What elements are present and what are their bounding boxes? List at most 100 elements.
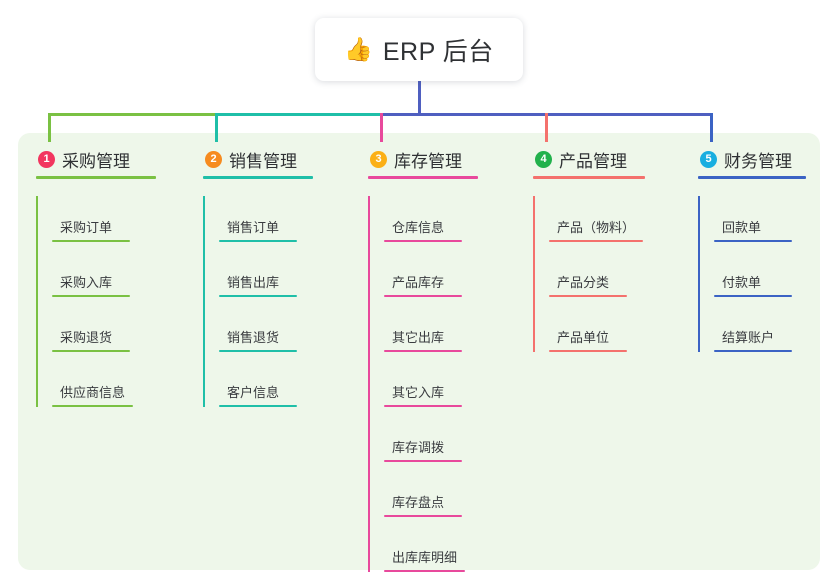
branch-item-rule [714, 350, 792, 352]
branch-item-rule [384, 295, 462, 297]
branch-item[interactable]: 其它入库 [384, 361, 462, 407]
branch-item-label: 其它入库 [392, 385, 445, 400]
branch-item-rule [549, 350, 627, 352]
branch-item-rule [219, 405, 297, 407]
branch-item-rule [384, 460, 462, 462]
branch-item-label: 库存盘点 [392, 495, 445, 510]
branch-item[interactable]: 销售出库 [219, 251, 297, 297]
branch-item-label: 出库库明细 [392, 550, 458, 565]
bus-segment-1 [48, 113, 215, 116]
branch-item[interactable]: 采购订单 [52, 196, 130, 242]
branch-header-rule [533, 176, 645, 179]
branch-item[interactable]: 其它出库 [384, 306, 462, 352]
branch-header-rule [36, 176, 156, 179]
branch-item-label: 其它出库 [392, 330, 445, 345]
branch-item-rule [549, 295, 627, 297]
branch-item[interactable]: 库存调拨 [384, 416, 462, 462]
branch-item-list: 回款单付款单结算账户 [698, 196, 806, 352]
branch-spine [368, 196, 370, 572]
branch-item-label: 产品库存 [392, 275, 445, 290]
branch-column-5: 5 财务管理回款单付款单结算账户 [698, 146, 806, 352]
branch-item-label: 回款单 [722, 220, 762, 235]
branch-connector-4 [545, 113, 548, 142]
branch-item[interactable]: 出库库明细 [384, 526, 465, 572]
branch-item-list: 仓库信息产品库存其它出库其它入库库存调拨库存盘点出库库明细 [368, 196, 478, 572]
branch-item[interactable]: 产品单位 [549, 306, 627, 352]
bus-segment-2 [215, 113, 380, 116]
branch-item-rule [384, 515, 462, 517]
root-connector-drop [418, 81, 421, 116]
branch-header-rule [368, 176, 478, 179]
branch-item[interactable]: 库存盘点 [384, 471, 462, 517]
branch-item[interactable]: 产品分类 [549, 251, 627, 297]
branch-item-label: 客户信息 [227, 385, 280, 400]
branch-item[interactable]: 结算账户 [714, 306, 792, 352]
branch-spine [203, 196, 205, 407]
branch-item-rule [52, 405, 133, 407]
branch-title: 产品管理 [559, 151, 627, 171]
branch-title: 财务管理 [724, 151, 792, 171]
branch-item[interactable]: 仓库信息 [384, 196, 462, 242]
branch-item[interactable]: 销售订单 [219, 196, 297, 242]
thumbs-up-icon: 👍 [344, 36, 373, 62]
branch-spine [698, 196, 700, 352]
root-title: ERP 后台 [382, 37, 494, 66]
branch-item-list: 采购订单采购入库采购退货供应商信息 [36, 196, 156, 407]
branch-item-label: 采购入库 [60, 275, 113, 290]
branch-item-label: 产品单位 [557, 330, 610, 345]
branch-header-1[interactable]: 1 采购管理 [36, 146, 156, 172]
branch-item[interactable]: 供应商信息 [52, 361, 133, 407]
branch-item-label: 库存调拨 [392, 440, 445, 455]
branch-item-rule [549, 240, 643, 242]
branch-item[interactable]: 产品库存 [384, 251, 462, 297]
branch-connector-2 [215, 113, 218, 142]
branch-item-label: 采购订单 [60, 220, 113, 235]
branch-title: 采购管理 [62, 151, 130, 171]
branch-connector-5 [710, 113, 713, 142]
branch-header-rule [698, 176, 806, 179]
branch-item[interactable]: 采购退货 [52, 306, 130, 352]
branch-item-rule [52, 350, 130, 352]
branch-item[interactable]: 销售退货 [219, 306, 297, 352]
branch-item[interactable]: 客户信息 [219, 361, 297, 407]
branch-index-badge: 3 [370, 150, 387, 168]
branch-item[interactable]: 付款单 [714, 251, 792, 297]
branch-header-4[interactable]: 4 产品管理 [533, 146, 645, 172]
branch-item[interactable]: 采购入库 [52, 251, 130, 297]
branch-connector-1 [48, 113, 51, 142]
branch-item-label: 仓库信息 [392, 220, 445, 235]
branch-item-rule [384, 405, 462, 407]
branch-item-rule [384, 570, 465, 572]
root-node-content: 👍 ERP 后台 [344, 32, 494, 68]
branch-item-label: 销售订单 [227, 220, 280, 235]
branch-column-3: 3 库存管理仓库信息产品库存其它出库其它入库库存调拨库存盘点出库库明细 [368, 146, 478, 572]
root-node[interactable]: 👍 ERP 后台 [315, 18, 523, 81]
branch-item-label: 付款单 [722, 275, 762, 290]
branch-index-badge: 1 [38, 150, 55, 168]
branch-item-label: 产品（物料） [557, 220, 636, 235]
branch-item-list: 销售订单销售出库销售退货客户信息 [203, 196, 313, 407]
branch-item[interactable]: 回款单 [714, 196, 792, 242]
branch-item-rule [219, 240, 297, 242]
branch-header-rule [203, 176, 313, 179]
branch-connector-3 [380, 113, 383, 142]
branch-column-4: 4 产品管理产品（物料） 产品分类产品单位 [533, 146, 645, 352]
branch-item-label: 产品分类 [557, 275, 610, 290]
branch-item[interactable]: 产品（物料） [549, 196, 643, 242]
branch-spine [36, 196, 38, 407]
branch-spine [533, 196, 535, 352]
branch-header-5[interactable]: 5 财务管理 [698, 146, 806, 172]
branch-item-rule [714, 240, 792, 242]
branch-item-list: 产品（物料） 产品分类产品单位 [533, 196, 645, 352]
branch-item-label: 采购退货 [60, 330, 113, 345]
branch-item-label: 供应商信息 [60, 385, 126, 400]
branch-index-badge: 5 [700, 150, 717, 168]
branch-title: 库存管理 [394, 151, 462, 171]
branch-item-label: 销售退货 [227, 330, 280, 345]
branch-item-rule [219, 350, 297, 352]
branch-index-badge: 4 [535, 150, 552, 168]
branch-index-badge: 2 [205, 150, 222, 168]
branch-header-3[interactable]: 3 库存管理 [368, 146, 478, 172]
